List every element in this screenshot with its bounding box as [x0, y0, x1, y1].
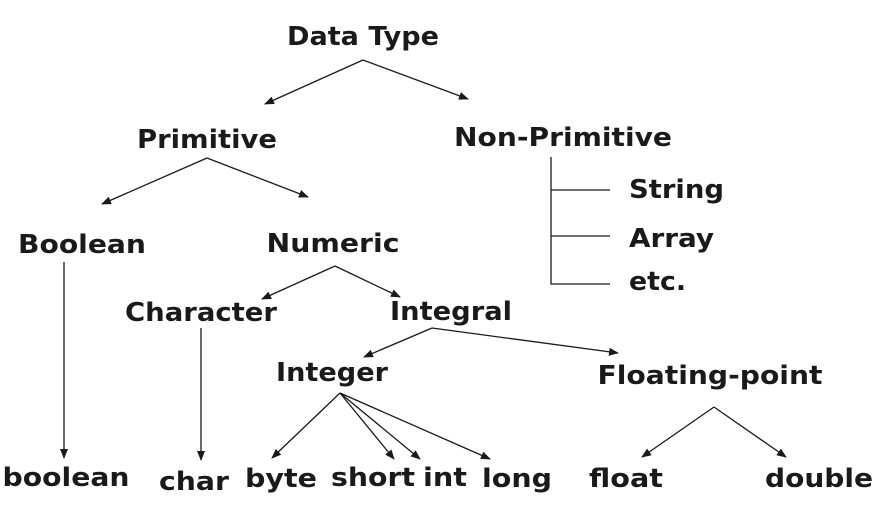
leaf-short: short	[331, 463, 415, 493]
edge-primitive-boolean	[101, 157, 208, 205]
leaf-double: double	[765, 464, 873, 494]
edge-floatingpoint-double	[713, 406, 787, 458]
leaf-boolean: boolean	[3, 463, 130, 493]
node-data-type: Data Type	[287, 22, 439, 52]
node-non-primitive: Non-Primitive	[454, 123, 672, 153]
edge-integral-floatingpoint	[431, 327, 619, 356]
leaf-byte: byte	[245, 464, 317, 494]
edge-integral-integer	[363, 327, 433, 358]
node-floating-point: Floating-point	[598, 361, 823, 391]
node-character: Character	[125, 298, 277, 328]
connectors	[60, 59, 787, 461]
node-numeric: Numeric	[267, 229, 400, 259]
node-array: Array	[629, 224, 714, 254]
node-string: String	[629, 175, 724, 205]
leaf-char: char	[159, 467, 229, 497]
node-etc: etc.	[629, 267, 686, 297]
edge-datatype-primitive	[264, 59, 364, 105]
node-primitive: Primitive	[137, 125, 277, 155]
leaf-float: float	[589, 464, 663, 494]
edge-integer-byte	[271, 392, 341, 459]
node-boolean-category: Boolean	[18, 230, 146, 260]
leaf-int: int	[423, 463, 467, 493]
bracket-nonprimitive	[550, 157, 610, 285]
edge-numeric-character	[261, 265, 336, 300]
node-integer: Integer	[276, 358, 388, 388]
edge-integer-long	[339, 392, 491, 460]
edge-integer-int	[339, 392, 421, 460]
node-labels: Data Type Primitive Non-Primitive String…	[3, 22, 874, 497]
edge-primitive-numeric	[206, 157, 309, 198]
edge-integer-short	[339, 392, 395, 460]
edge-numeric-integral	[334, 265, 401, 298]
leaf-long: long	[482, 464, 552, 494]
edge-datatype-nonprimitive	[362, 59, 469, 100]
node-integral: Integral	[390, 297, 512, 327]
edge-floatingpoint-float	[641, 406, 715, 458]
